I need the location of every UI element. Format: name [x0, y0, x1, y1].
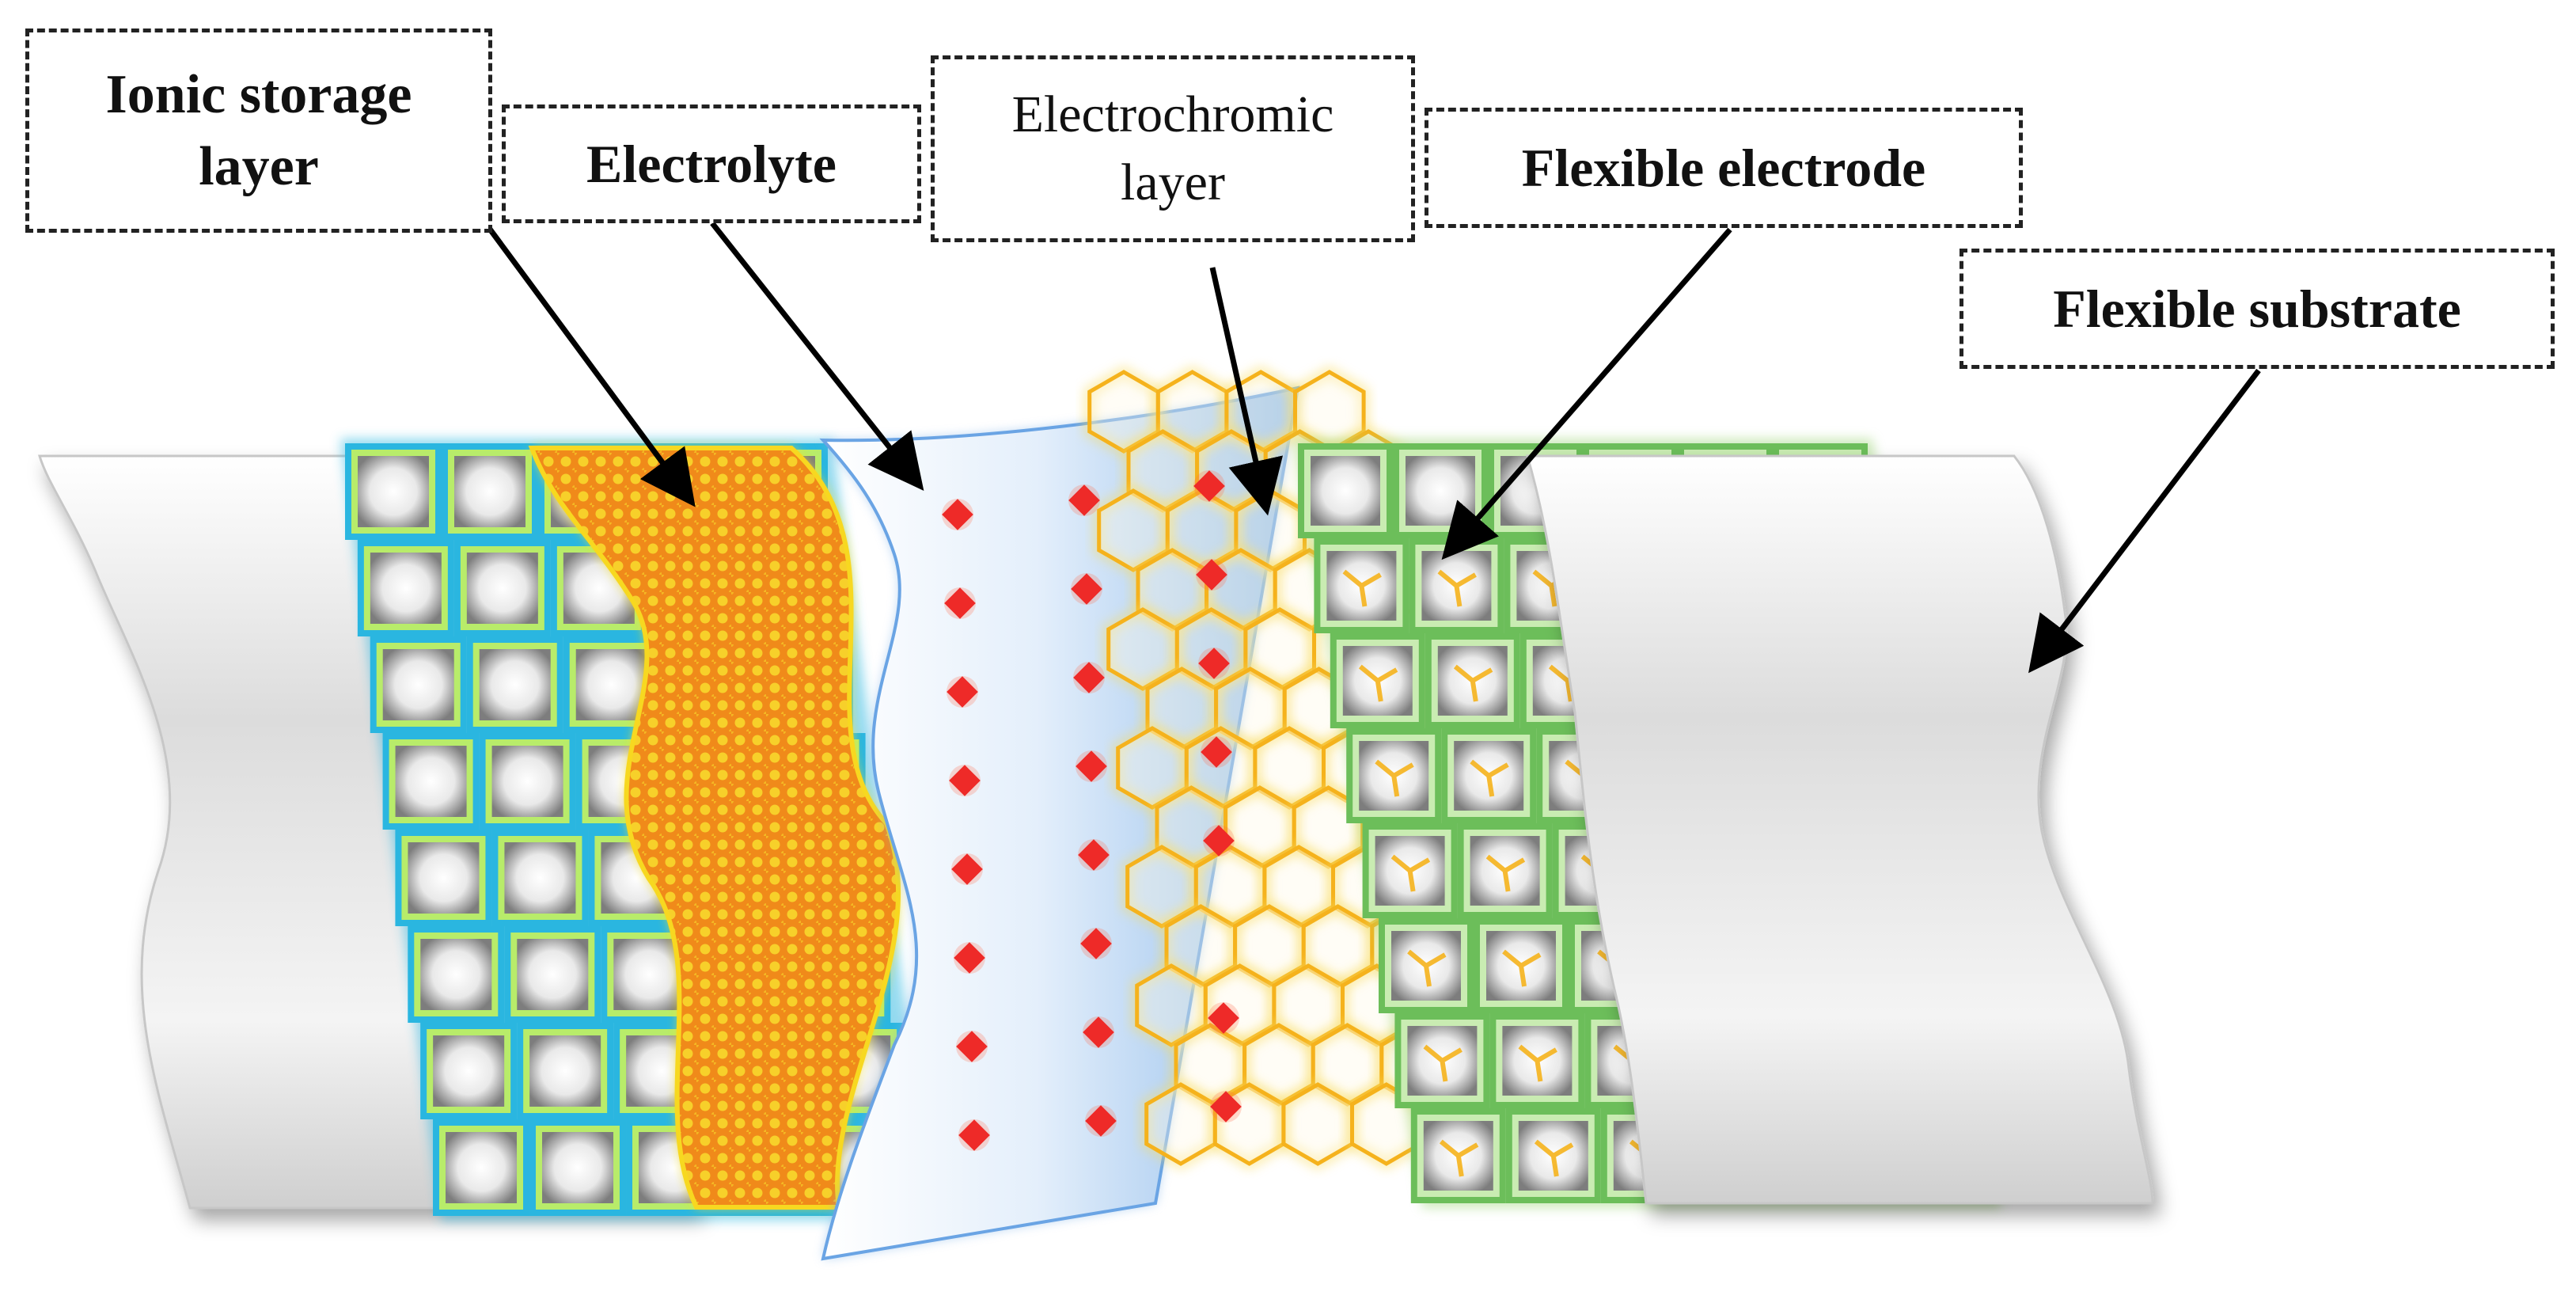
arrow-flexible-substrate [2028, 368, 2261, 674]
ionic-storage-layer [528, 446, 901, 1210]
label-flexible-substrate: Flexible substrate [1960, 249, 2555, 369]
arrow-electrolyte [710, 221, 924, 491]
label-flexible-electrode: Flexible electrode [1425, 108, 2023, 228]
arrow-flexible-electrode [1441, 227, 1732, 560]
ions [942, 470, 1242, 1151]
label-electrolyte: Electrolyte [502, 104, 921, 223]
arrow-electrochromic [1209, 267, 1283, 516]
label-electrochromic-layer: Electrochromic layer [931, 55, 1415, 242]
label-ionic-storage-layer: Ionic storage layer [25, 28, 492, 233]
pointer-arrows [482, 219, 2261, 674]
arrow-ionic-storage [482, 219, 696, 507]
